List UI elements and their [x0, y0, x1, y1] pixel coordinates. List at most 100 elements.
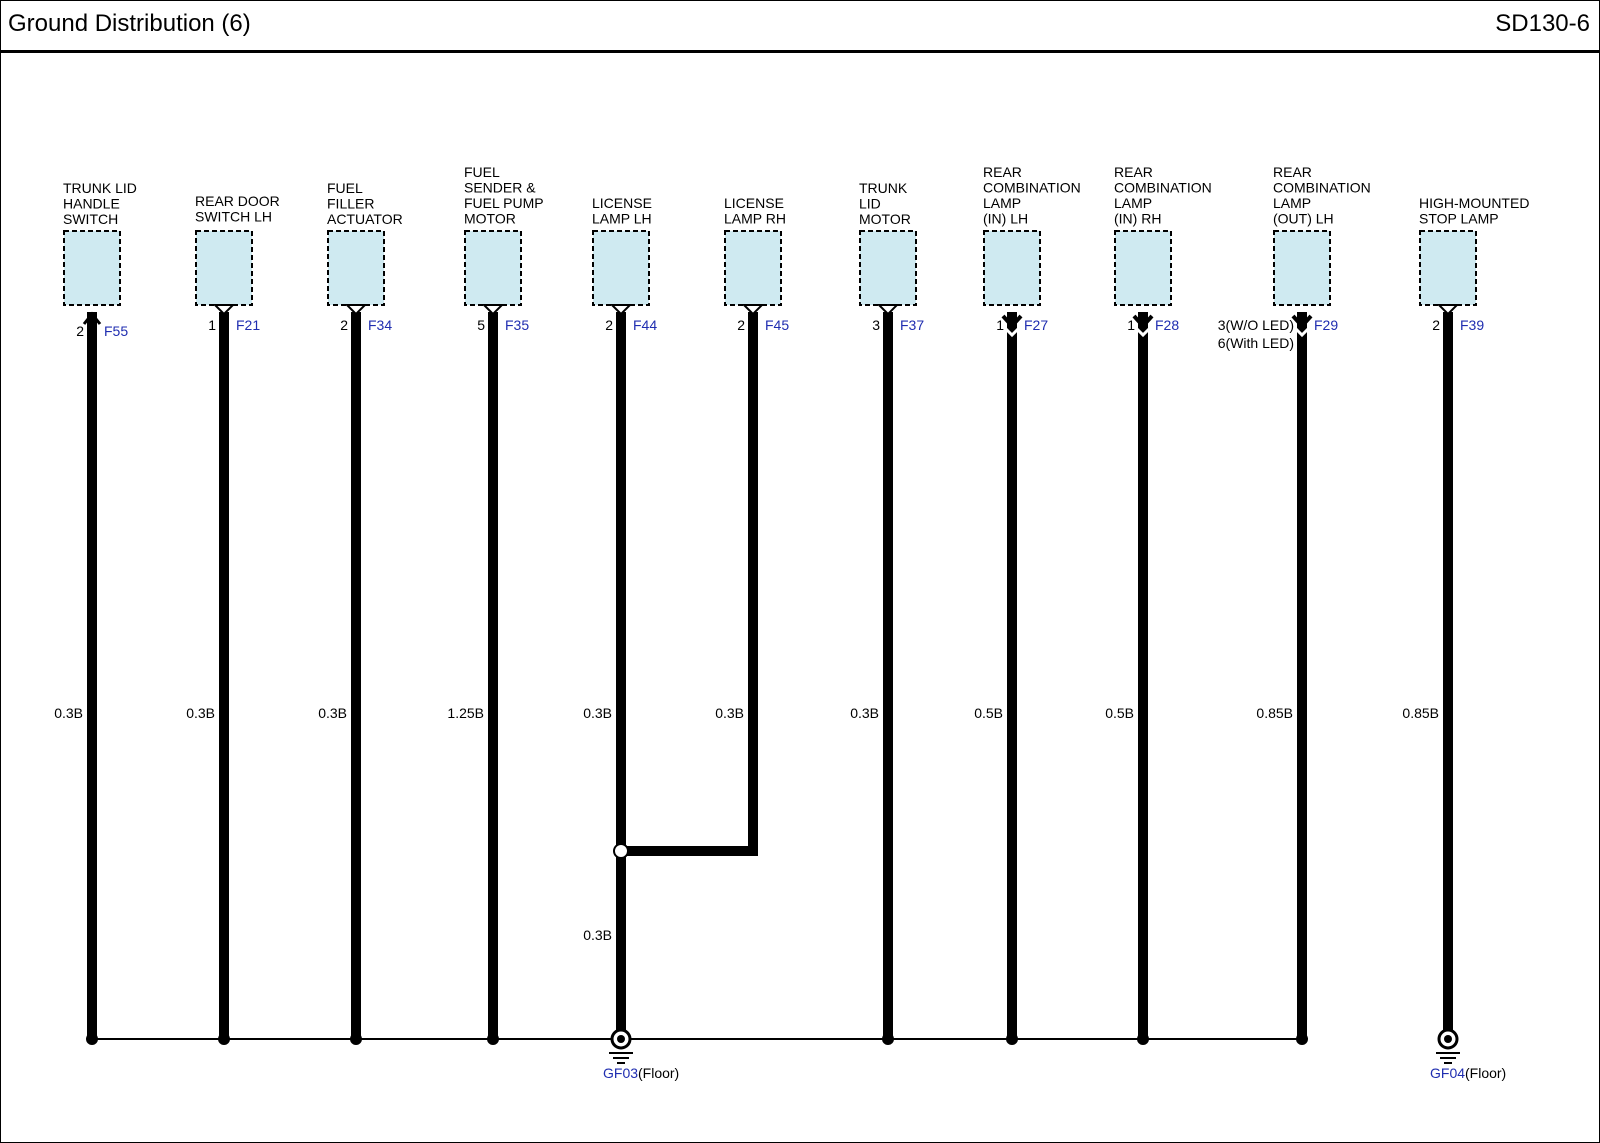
connector-id: F28 — [1155, 317, 1179, 333]
terminal-chevron-gap — [1135, 327, 1151, 338]
pin-number: 3 — [872, 317, 880, 333]
component-name-line: FUEL — [327, 180, 363, 196]
component-name-line: HIGH-MOUNTED — [1419, 195, 1529, 211]
component-name-line: TRUNK LID — [63, 180, 137, 196]
component-name-line: LID — [859, 196, 881, 212]
terminal-notch — [876, 304, 900, 316]
component-name-line: (OUT) LH — [1273, 211, 1334, 227]
terminal-notch — [609, 304, 633, 316]
wire-spec: 0.3B — [54, 705, 83, 721]
ground-location: (Floor) — [1465, 1065, 1506, 1081]
component-name-line: (IN) RH — [1114, 211, 1161, 227]
pin-number: 1 — [996, 317, 1004, 333]
wire-spec: 0.5B — [1105, 705, 1134, 721]
component-name-line: STOP LAMP — [1419, 211, 1499, 227]
terminal-up-arrow — [82, 311, 102, 325]
pin-number: 3(W/O LED) — [1218, 317, 1294, 333]
bus-junction-dot — [350, 1033, 362, 1045]
page-title: Ground Distribution (6) — [8, 10, 251, 37]
pin-number: 2 — [340, 317, 348, 333]
component-name-line: MOTOR — [859, 211, 911, 227]
pin-number: 1 — [1127, 317, 1135, 333]
component-box — [592, 230, 650, 306]
page-code: SD130-6 — [1495, 10, 1590, 37]
wire-spec: 0.3B — [318, 705, 347, 721]
component-name-line: SWITCH LH — [195, 209, 272, 225]
ground-symbol-center — [1444, 1035, 1452, 1043]
connector-id: F29 — [1314, 317, 1338, 333]
wire-spec: 0.3B — [850, 705, 879, 721]
connector-id: F45 — [765, 317, 789, 333]
pin-number: 1 — [208, 317, 216, 333]
connector-id: F21 — [236, 317, 260, 333]
wire-spec: 0.5B — [974, 705, 1003, 721]
component-name-line: FILLER — [327, 196, 374, 212]
component-name-line: COMBINATION — [983, 180, 1081, 196]
connector-id: F35 — [505, 317, 529, 333]
pin-number: 5 — [477, 317, 485, 333]
terminal-notch — [344, 304, 368, 316]
connector-id: F34 — [368, 317, 392, 333]
terminal-chevron — [1291, 314, 1313, 329]
component-name-line: FUEL — [464, 164, 500, 180]
bus-junction-dot — [487, 1033, 499, 1045]
connector-id: F44 — [633, 317, 657, 333]
component-name-line: LAMP LH — [592, 211, 652, 227]
component-name-line: LAMP — [1114, 195, 1152, 211]
component-box — [464, 230, 522, 306]
component-box — [859, 230, 917, 306]
connector-id: F39 — [1460, 317, 1484, 333]
terminal-notch — [1436, 304, 1460, 316]
splice-wire-spec: 0.3B — [583, 927, 612, 943]
splice-dot — [613, 843, 629, 859]
connector-id: F55 — [104, 323, 128, 339]
component-name-line: LAMP RH — [724, 211, 786, 227]
component-name-line: SWITCH — [63, 211, 118, 227]
component-name-line: MOTOR — [464, 211, 516, 227]
terminal-notch — [212, 304, 236, 316]
wire-spec: 0.85B — [1256, 705, 1293, 721]
ground-id: GF04 — [1430, 1065, 1465, 1081]
ground-location: (Floor) — [638, 1065, 679, 1081]
component-name-line: REAR — [1114, 164, 1153, 180]
connector-id: F27 — [1024, 317, 1048, 333]
component-name-line: FUEL PUMP — [464, 195, 544, 211]
bus-junction-dot — [86, 1033, 98, 1045]
component-name-line: TRUNK — [859, 180, 908, 196]
ground-id: GF03 — [603, 1065, 638, 1081]
component-name-line: REAR DOOR — [195, 193, 280, 209]
component-box — [1114, 230, 1172, 306]
wire-spec: 1.25B — [447, 705, 484, 721]
terminal-chevron-gap — [1294, 327, 1310, 338]
bus-junction-dot — [1006, 1033, 1018, 1045]
component-name-line: LAMP — [983, 195, 1021, 211]
component-box — [195, 230, 253, 306]
pin-number: 2 — [76, 323, 84, 339]
terminal-notch — [741, 304, 765, 316]
pin-number: 2 — [1432, 317, 1440, 333]
component-name-line: (IN) LH — [983, 211, 1028, 227]
component-box — [63, 230, 121, 306]
component-box — [327, 230, 385, 306]
pin-number-alt: 6(With LED) — [1218, 335, 1294, 351]
component-name-line: LICENSE — [592, 195, 652, 211]
component-name-line: HANDLE — [63, 196, 120, 212]
header-divider — [0, 50, 1600, 53]
terminal-chevron — [1001, 314, 1023, 329]
component-box — [1419, 230, 1477, 306]
component-name-line: REAR — [1273, 164, 1312, 180]
connector-id: F37 — [900, 317, 924, 333]
component-name-line: COMBINATION — [1273, 180, 1371, 196]
terminal-notch — [481, 304, 505, 316]
component-box — [724, 230, 782, 306]
component-name-line: LAMP — [1273, 195, 1311, 211]
ground-symbol-center — [617, 1035, 625, 1043]
wire-spec: 0.3B — [186, 705, 215, 721]
terminal-chevron — [1132, 314, 1154, 329]
bus-junction-dot — [1296, 1033, 1308, 1045]
wire-spec: 0.3B — [715, 705, 744, 721]
pin-number: 2 — [737, 317, 745, 333]
wire-spec: 0.3B — [583, 705, 612, 721]
component-name-line: COMBINATION — [1114, 180, 1212, 196]
component-name-line: LICENSE — [724, 195, 784, 211]
